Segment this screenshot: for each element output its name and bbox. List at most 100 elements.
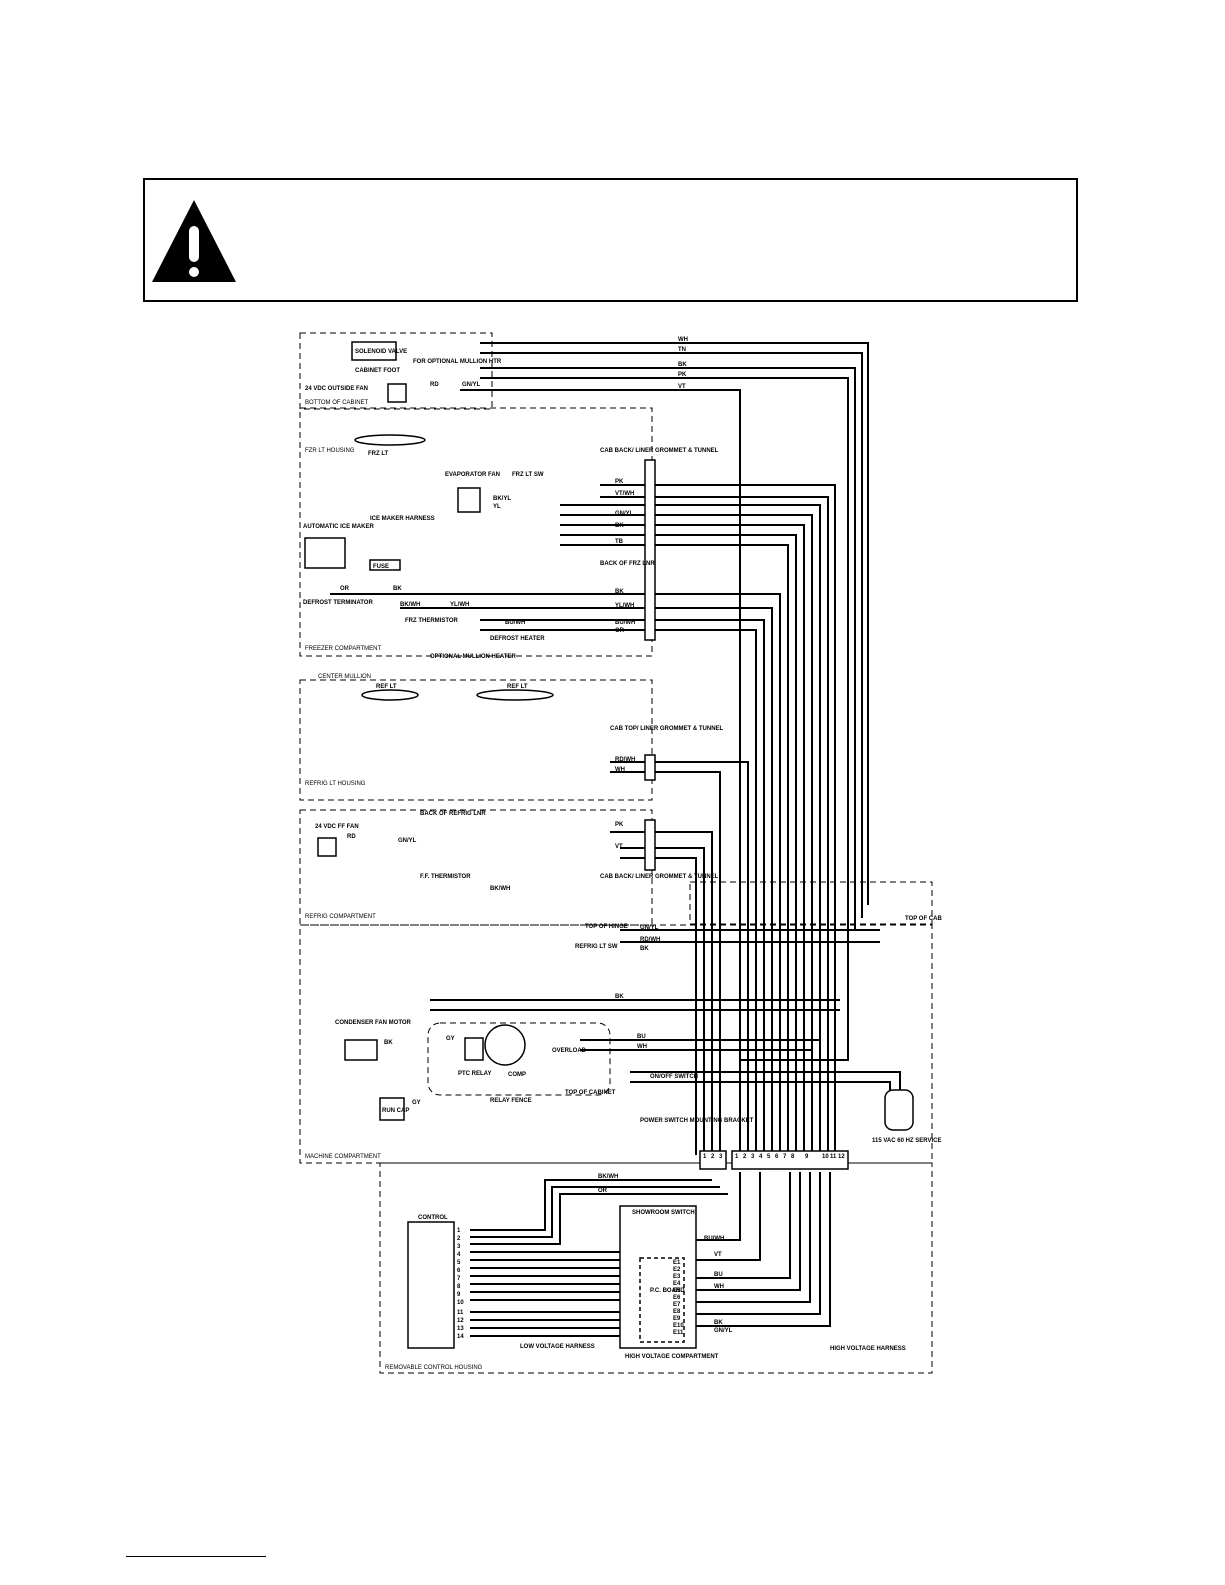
condenser-fan-motor-icon <box>344 1039 378 1061</box>
wire-code: BU/WH <box>615 620 635 626</box>
label-comp: COMP <box>508 1072 526 1078</box>
label-service: 115 VAC 60 HZ SERVICE <box>872 1138 941 1144</box>
wire-code: GN/YL <box>462 382 481 388</box>
wire-code: BK <box>384 1040 393 1046</box>
wire-code: TB <box>615 539 624 545</box>
label-frz-lt-housing: FZR LT HOUSING <box>305 448 355 454</box>
wire-code: BK <box>640 946 649 952</box>
connector-b-pin: 8 <box>791 1154 795 1160</box>
wire-code: YL/WH <box>450 602 469 608</box>
label-optional-mullion-heater: OPTIONAL MULLION HEATER <box>430 654 516 660</box>
wire-code: GY <box>446 1036 455 1042</box>
pc-pin: E3 <box>673 1274 681 1280</box>
label-refrig-compartment: REFRIG COMPARTMENT <box>305 914 376 920</box>
wire-code: BU <box>714 1272 723 1278</box>
label-showroom-switch: SHOWROOM SWITCH <box>632 1210 695 1216</box>
connector-a <box>699 1150 727 1170</box>
pc-pin: E10 <box>673 1323 684 1329</box>
label-ff-fan: 24 VDC FF FAN <box>315 824 359 830</box>
control-pin: 1 <box>457 1228 461 1234</box>
wire-code: YL <box>493 504 501 510</box>
evaporator-fan-box <box>457 487 481 513</box>
label-power-switch-bracket: POWER SWITCH MOUNTING BRACKET <box>640 1118 754 1124</box>
label-pc-board: P.C. BOARD <box>650 1288 685 1294</box>
wire-code: BK <box>615 523 624 529</box>
label-refrig-lt-housing: REFRIG LT HOUSING <box>305 781 366 787</box>
pc-pin: E7 <box>673 1302 681 1308</box>
pc-pin: E1 <box>673 1260 681 1266</box>
wire-code: WH <box>637 1044 647 1050</box>
pc-pin: E2 <box>673 1267 681 1273</box>
control-pin: 10 <box>457 1300 464 1306</box>
label-machine-compartment: MACHINE COMPARTMENT <box>305 1154 381 1160</box>
compartment-outlines <box>299 332 933 1374</box>
control-pin: 14 <box>457 1334 464 1340</box>
liner-grommet <box>644 459 656 641</box>
label-ref-lt-left: REF LT <box>376 684 397 690</box>
wire-code: OR <box>340 586 350 592</box>
connector-b-pin: 6 <box>775 1154 779 1160</box>
ice-maker-box <box>304 537 346 569</box>
wire-code: WH <box>678 337 688 343</box>
wire-code: PK <box>615 479 624 485</box>
label-refrig-lt-sw: REFRIG LT SW <box>575 944 618 950</box>
section-labels: BOTTOM OF CABINET FZR LT HOUSING FREEZER… <box>305 400 483 1371</box>
label-top-of-hinge: TOP OF HINGE <box>585 924 628 930</box>
connector-pin-labels: 1 2 3 1 2 3 4 5 6 7 8 9 10 11 12 <box>703 1154 845 1160</box>
wire-code: PK <box>678 372 687 378</box>
wire-code: GY <box>412 1100 421 1106</box>
warning-box <box>143 178 1078 302</box>
control-pin: 11 <box>457 1310 464 1316</box>
wire-code: RD <box>430 382 439 388</box>
pc-pin: E9 <box>673 1316 681 1322</box>
wire-code: BK <box>393 586 402 592</box>
wire-code: RD/WH <box>615 757 635 763</box>
pc-pin: E8 <box>673 1309 681 1315</box>
label-control: CONTROL <box>418 1215 448 1221</box>
wire-code: BK <box>615 589 624 595</box>
fuse-icon <box>369 559 401 571</box>
connector-a-pin: 1 <box>703 1154 707 1160</box>
connector-a-pin: 2 <box>711 1154 715 1160</box>
warning-triangle-icon <box>152 200 236 282</box>
pc-pin: E5 <box>673 1288 681 1294</box>
connector-b-pin: 3 <box>751 1154 755 1160</box>
connector-b-pin: 1 <box>735 1154 739 1160</box>
wire-code-labels: WH TN BK PK VT RD GN/YL PK VT/WH BK/YL Y… <box>340 337 733 1334</box>
label-ptc-relay: PTC RELAY <box>458 1071 491 1077</box>
label-defrost-terminator: DEFROST TERMINATOR <box>303 600 373 606</box>
control-pin: 13 <box>457 1326 464 1332</box>
label-ice-maker-harness: ICE MAKER HARNESS <box>370 516 435 522</box>
ref-light-right-icon <box>476 689 554 701</box>
pc-board-box <box>639 1257 685 1343</box>
solenoid-valve <box>351 341 397 361</box>
label-on-off-switch: ON/OFF SWITCH <box>650 1074 698 1080</box>
component-labels: SOLENOID VALVE CABINET FOOT FOR OPTIONAL… <box>303 349 942 1360</box>
connector-b-pin: 11 <box>830 1154 837 1160</box>
wire-code: BU/WH <box>704 1236 724 1242</box>
control-pin-labels: 1 2 3 4 5 6 7 8 9 10 11 12 13 14 <box>457 1228 464 1340</box>
wire-code: GN/YL <box>714 1328 733 1334</box>
wire-code: BK/WH <box>490 886 510 892</box>
label-defrost-heater: DEFROST HEATER <box>490 636 545 642</box>
connector-b-pin: 4 <box>759 1154 763 1160</box>
wire-code: BK <box>615 994 624 1000</box>
label-high-voltage-compartment: HIGH VOLTAGE COMPARTMENT <box>625 1354 719 1360</box>
connector-b-pin: 9 <box>805 1154 809 1160</box>
wire-code: GN/YL <box>615 511 634 517</box>
label-fuse: FUSE <box>373 564 389 570</box>
connector-b <box>731 1150 849 1170</box>
wire-code: GN/YL <box>398 838 417 844</box>
label-relay-fence: RELAY FENCE <box>490 1098 532 1104</box>
control-pin: 7 <box>457 1276 461 1282</box>
label-overload: OVERLOAD <box>552 1048 587 1054</box>
wire-code: OR <box>598 1188 608 1194</box>
label-frz-lt: FRZ LT <box>368 451 389 457</box>
label-bottom-of-cabinet: BOTTOM OF CABINET <box>305 400 369 406</box>
connector-b-pin: 2 <box>743 1154 747 1160</box>
wire-code: BU <box>637 1034 646 1040</box>
label-back-of-frz-lnr: BACK OF FRZ LNR <box>600 561 655 567</box>
label-cab-back-grommet-upper: CAB BACK/ LINER GROMMET & TUNNEL <box>600 448 719 454</box>
control-pin: 4 <box>457 1252 461 1258</box>
wire-code: BK <box>678 362 687 368</box>
